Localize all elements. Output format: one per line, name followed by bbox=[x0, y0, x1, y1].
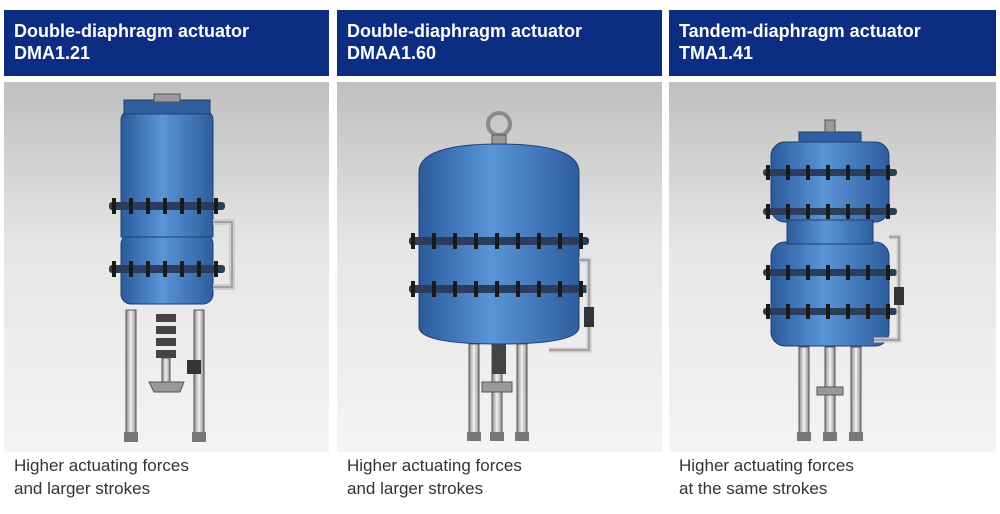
card-model: TMA1.41 bbox=[679, 43, 754, 63]
card-model: DMAA1.60 bbox=[347, 43, 437, 63]
caption-line: Higher actuating forces bbox=[14, 456, 189, 475]
card-title: Double-diaphragm actuator bbox=[14, 21, 250, 41]
actuator-illustration bbox=[669, 82, 996, 452]
card-header: Tandem-diaphragm actuator TMA1.41 bbox=[669, 10, 996, 76]
product-card-dma: Double-diaphragm actuator DMA1.21 bbox=[4, 10, 329, 514]
product-card-dmaa: Double-diaphragm actuator DMAA1.60 bbox=[337, 10, 662, 514]
card-model: DMA1.21 bbox=[14, 43, 91, 63]
caption-line: Higher actuating forces bbox=[679, 456, 854, 475]
caption-line: and larger strokes bbox=[347, 479, 484, 498]
card-caption: Higher actuating forces and larger strok… bbox=[347, 454, 652, 500]
card-caption: Higher actuating forces and larger strok… bbox=[14, 454, 319, 500]
product-card-tma: Tandem-diaphragm actuator TMA1.41 bbox=[669, 10, 996, 514]
card-title: Double-diaphragm actuator bbox=[347, 21, 583, 41]
actuator-illustration bbox=[4, 82, 329, 452]
card-header: Double-diaphragm actuator DMA1.21 bbox=[4, 10, 329, 76]
card-caption: Higher actuating forces at the same stro… bbox=[679, 454, 986, 500]
caption-line: and larger strokes bbox=[14, 479, 151, 498]
caption-line: Higher actuating forces bbox=[347, 456, 522, 475]
caption-line: at the same strokes bbox=[679, 479, 828, 498]
actuator-illustration bbox=[337, 82, 662, 452]
card-title: Tandem-diaphragm actuator bbox=[679, 21, 921, 41]
card-header: Double-diaphragm actuator DMAA1.60 bbox=[337, 10, 662, 76]
